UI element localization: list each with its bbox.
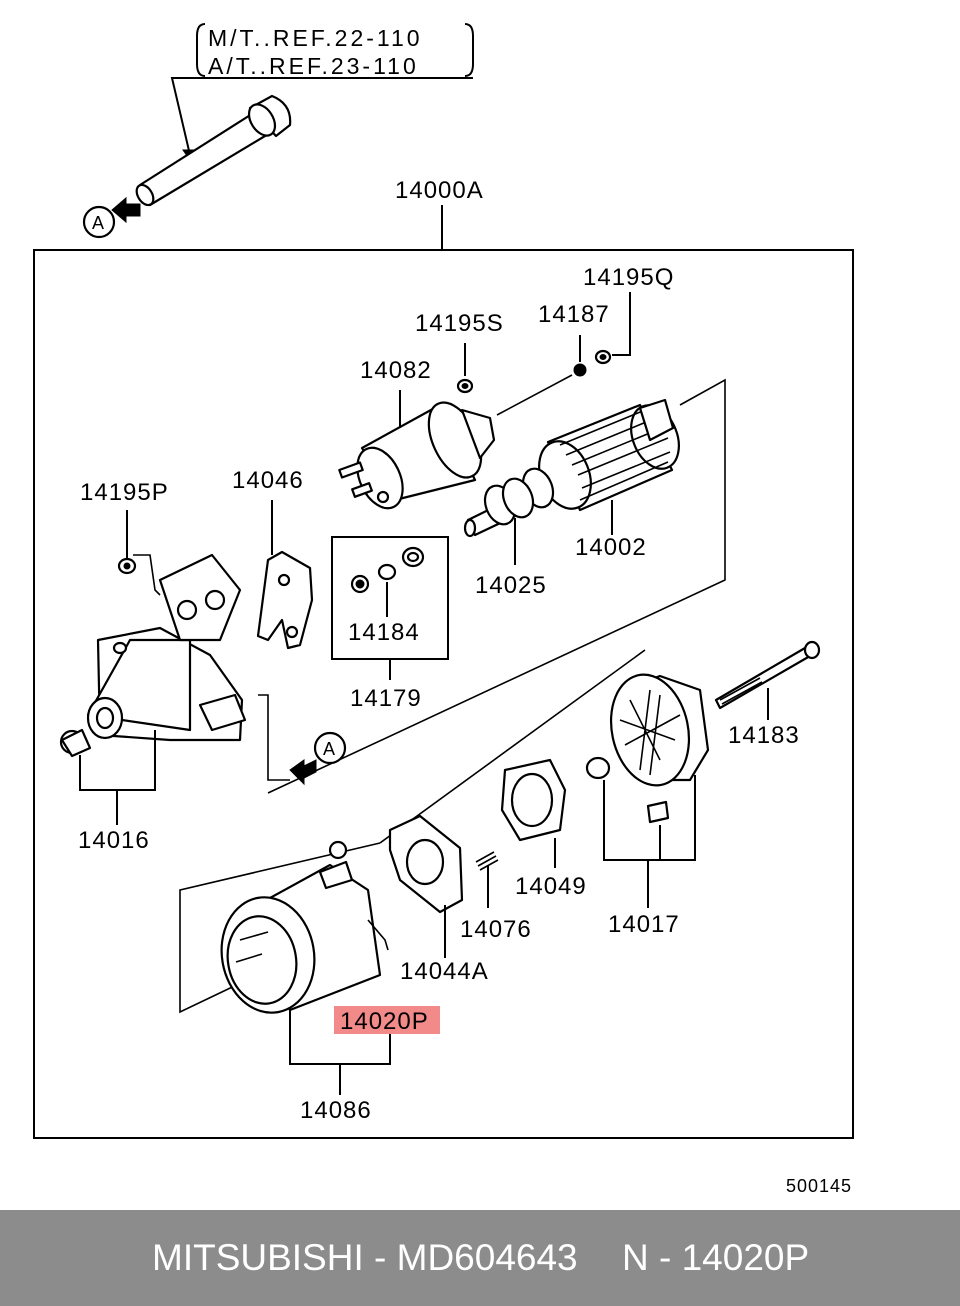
callout-14195Q: 14195Q <box>583 264 674 291</box>
view-marker-a-label: A <box>323 739 336 759</box>
callout-14086: 14086 <box>300 1097 372 1124</box>
nut-14195P: 14195P <box>80 479 169 575</box>
footer-bar: MITSUBISHI - MD604643 N - 14020P <box>0 1210 960 1306</box>
highlight-box <box>334 1006 440 1034</box>
nut-14195S: 14195S <box>415 310 504 394</box>
gear-14025: 14025 <box>475 477 547 599</box>
lever-14046: 14046 <box>232 467 314 650</box>
assembly-label: 14000A <box>395 177 484 204</box>
callout-14195P: 14195P <box>80 479 169 506</box>
diagram-number: 500145 <box>786 1176 852 1196</box>
callout-14049: 14049 <box>515 873 587 900</box>
parts-diagram: M/T..REF.22-110 A/T..REF.23-110 A 14000A… <box>33 23 854 1196</box>
reference-note: M/T..REF.22-110 A/T..REF.23-110 <box>170 23 474 161</box>
callout-14017: 14017 <box>608 911 680 938</box>
brush-holder-14044A: 14044A <box>388 814 489 985</box>
washer-14187: 14187 <box>538 301 610 377</box>
armature-14002: 14002 <box>463 398 680 561</box>
view-marker-a-housing: A <box>258 694 347 786</box>
footer-ref: N - 14020P <box>622 1237 810 1278</box>
reference-note-mt: M/T..REF.22-110 <box>208 25 423 51</box>
reference-note-at: A/T..REF.23-110 <box>208 53 419 79</box>
solenoid-14082: 14082 <box>338 357 496 510</box>
callout-14025: 14025 <box>475 572 547 599</box>
nut-14195Q: 14195Q <box>583 264 674 365</box>
assembly-frame: 14000A <box>33 177 854 1139</box>
yoke-14086: 14086 <box>220 840 391 1124</box>
plate-14049: 14049 <box>500 758 587 900</box>
callout-14187: 14187 <box>538 301 610 328</box>
callout-14082: 14082 <box>360 357 432 384</box>
seal-kit-14179: 14184 14179 <box>331 536 449 712</box>
callout-14046: 14046 <box>232 467 304 494</box>
bolt-14183: 14183 <box>714 640 821 749</box>
bushing-14016: 14016 <box>59 728 156 854</box>
rear-cover-14017: 14017 <box>585 673 710 938</box>
callout-14184: 14184 <box>348 619 420 646</box>
callout-14016: 14016 <box>78 827 150 854</box>
front-housing <box>86 553 247 742</box>
callout-14195S: 14195S <box>415 310 504 337</box>
callout-14020P[interactable]: 14020P <box>340 1008 429 1035</box>
view-marker-a-top: A <box>92 213 105 233</box>
callout-14002: 14002 <box>575 534 647 561</box>
spring-14076: 14076 <box>460 851 532 943</box>
callout-14076: 14076 <box>460 916 532 943</box>
highlighted-part-14020P[interactable]: 14020P <box>334 1006 440 1035</box>
callout-14183: 14183 <box>728 722 800 749</box>
through-bolt-ref: A <box>82 94 292 239</box>
callout-14044A: 14044A <box>400 958 489 985</box>
callout-14179: 14179 <box>350 685 422 712</box>
footer-brand-part: MITSUBISHI - MD604643 <box>152 1237 578 1278</box>
